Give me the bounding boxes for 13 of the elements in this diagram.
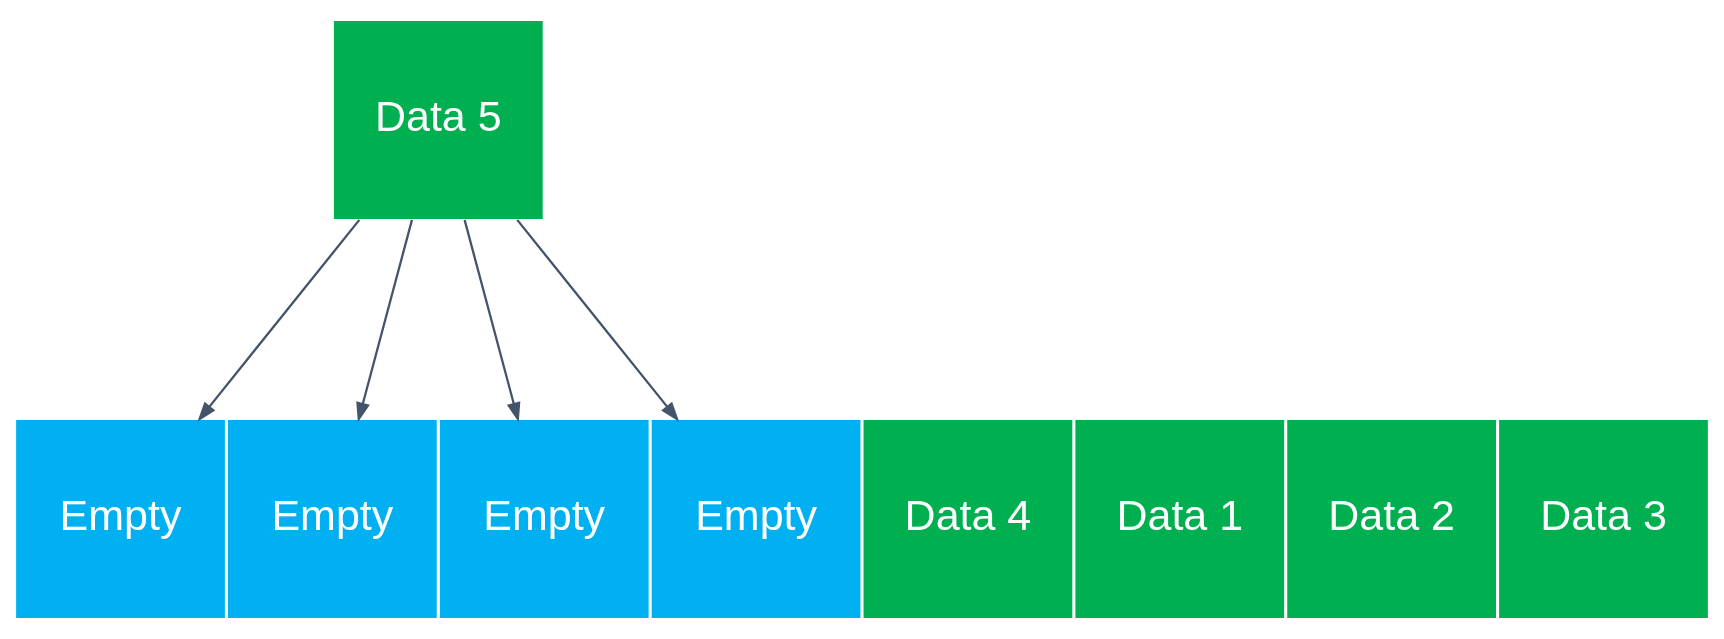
arrow [197,219,361,422]
node-box: Empty [14,418,227,620]
arrow [516,219,680,422]
arrow [356,219,414,423]
node-box: Empty [438,418,651,620]
node-box: Data 5 [332,19,545,221]
node-box: Data 2 [1285,418,1498,620]
node-box: Empty [650,418,862,620]
arrow [463,219,521,423]
node-box: Empty [226,418,439,620]
node-box: Data 3 [1497,418,1710,620]
node-box: Data 4 [862,418,1074,620]
node-box: Data 1 [1073,418,1286,620]
